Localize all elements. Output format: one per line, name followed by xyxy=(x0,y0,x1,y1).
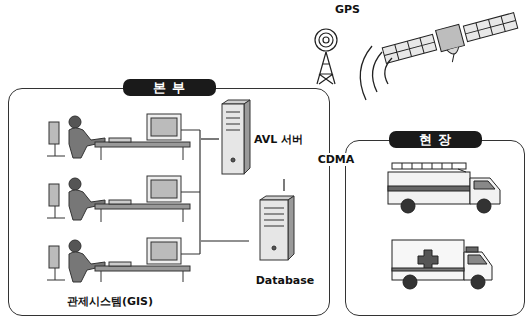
region-tab: 현장 xyxy=(389,131,482,148)
region-panel: 현장 xyxy=(345,140,525,316)
cable xyxy=(181,130,200,131)
power-button xyxy=(272,246,276,250)
chair xyxy=(49,122,59,144)
chair-leg xyxy=(47,268,65,280)
antenna-ring xyxy=(315,29,337,51)
chair-leg xyxy=(47,144,65,156)
wire xyxy=(201,138,219,139)
cable xyxy=(181,192,200,193)
power-button xyxy=(231,158,235,162)
node-label: 관제시스템(GIS) xyxy=(67,294,153,309)
wheel xyxy=(477,199,491,213)
database-box: Database xyxy=(249,191,321,291)
panel-grid xyxy=(463,13,517,42)
monitor xyxy=(147,238,181,264)
desk-leg xyxy=(101,209,183,222)
monitor-screen xyxy=(151,118,177,136)
server-front xyxy=(260,200,288,260)
workstation-group: 관제시스템(GIS) xyxy=(19,99,201,313)
workstation xyxy=(47,238,200,282)
ambulance-window xyxy=(468,255,487,264)
cable xyxy=(181,254,200,255)
operator-head xyxy=(69,240,81,252)
server-box: AVL 서버 xyxy=(219,99,319,179)
operator-head xyxy=(69,178,81,190)
wire xyxy=(283,179,284,191)
keyboard xyxy=(109,200,131,204)
link-label: CDMA xyxy=(316,153,357,166)
keyboard xyxy=(109,262,131,266)
antenna-mast xyxy=(317,52,335,84)
wave xyxy=(373,52,382,92)
monitor-screen xyxy=(151,180,177,198)
keyboard xyxy=(109,138,131,142)
signal-waves xyxy=(360,46,392,100)
monitor-screen xyxy=(151,242,177,260)
chair xyxy=(49,184,59,206)
drive-slot xyxy=(226,112,240,130)
satellite-label: GPS xyxy=(333,3,362,16)
wheel xyxy=(471,275,485,289)
desk-leg xyxy=(101,147,183,160)
drive-slot xyxy=(264,208,284,226)
server-front xyxy=(222,104,244,174)
desk xyxy=(95,266,190,271)
desk xyxy=(95,142,190,147)
antenna-tower xyxy=(315,29,337,84)
fire-truck xyxy=(388,163,500,213)
ambulance-body xyxy=(392,240,464,280)
satellite-probe xyxy=(450,53,456,62)
antenna-ring xyxy=(323,37,329,43)
workstation xyxy=(47,176,200,222)
workstation xyxy=(47,114,200,160)
connector xyxy=(201,241,249,242)
ambulance-stripe xyxy=(392,268,464,271)
node-label: Database xyxy=(256,274,315,287)
monitor xyxy=(147,176,181,202)
region-tab: 본부 xyxy=(123,79,216,96)
connector xyxy=(201,139,219,140)
satellite-body xyxy=(436,24,465,51)
ladder xyxy=(392,163,466,169)
wheel xyxy=(401,199,415,213)
truck-stripe xyxy=(388,186,470,191)
wave xyxy=(385,58,392,84)
ladder-rung xyxy=(402,163,466,172)
chair-leg xyxy=(47,206,65,218)
light-bar xyxy=(466,247,478,252)
desk xyxy=(95,204,190,209)
network-bus xyxy=(199,130,200,254)
operator-head xyxy=(69,116,81,128)
gps-satellite xyxy=(381,10,521,79)
wire xyxy=(201,240,249,241)
ambulance xyxy=(392,240,492,289)
antenna-ring xyxy=(319,33,333,47)
region-panel: 본부관제시스템(GIS)AVL 서버Database xyxy=(8,88,330,316)
chair xyxy=(49,246,59,268)
server-tower xyxy=(222,100,250,174)
connector xyxy=(284,179,285,191)
wave xyxy=(360,46,372,100)
database-server xyxy=(260,196,294,260)
node-label: AVL 서버 xyxy=(254,132,303,147)
solar-panel xyxy=(463,13,517,42)
wheel xyxy=(403,275,417,289)
monitor xyxy=(147,114,181,140)
server-side xyxy=(244,100,250,174)
medical-cross xyxy=(418,250,438,270)
desk-leg xyxy=(101,271,183,282)
truck-window xyxy=(474,181,495,189)
truck-body xyxy=(388,172,470,204)
server-side xyxy=(288,196,294,260)
